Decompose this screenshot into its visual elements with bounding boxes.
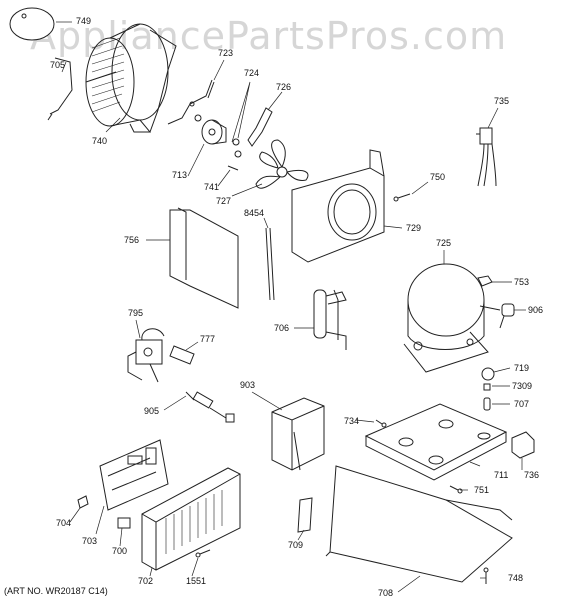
callout-labels: 749 705 723 724 726 740 713 741 727 735 … [50, 16, 543, 598]
part-706-tubing-drawing [313, 289, 347, 350]
part-740-condenser-drawing [85, 23, 177, 133]
part-700-connector-drawing [117, 517, 131, 529]
callout-726: 726 [276, 82, 291, 92]
part-736-switch-drawing [511, 431, 535, 459]
callout-711: 711 [494, 470, 508, 480]
callout-734: 734 [344, 416, 359, 426]
part-711-drain-pan-drawing [364, 403, 508, 481]
part-741-screw-drawing [227, 165, 239, 171]
callout-707: 707 [514, 399, 529, 409]
callout-748: 748 [508, 573, 523, 583]
callout-749: 749 [76, 16, 91, 26]
part-1551-screw-drawing [195, 549, 211, 558]
part-795-valve-drawing [127, 328, 165, 383]
callout-727: 727 [216, 196, 231, 206]
callout-700: 700 [112, 546, 127, 556]
callout-705: 705 [50, 60, 65, 70]
art-number: (ART NO. WR20187 C14) [4, 586, 108, 596]
callout-706: 706 [274, 323, 289, 333]
callout-713: 713 [172, 170, 187, 180]
part-750-screw-drawing [393, 193, 411, 202]
part-8454-strip-drawing [265, 227, 275, 301]
part-751-screw-drawing [449, 485, 463, 494]
callout-740: 740 [92, 136, 107, 146]
callout-723: 723 [218, 48, 233, 58]
callout-7309: 7309 [512, 381, 532, 391]
watermark: AppliancePartsPros.com [30, 14, 508, 58]
callout-735: 735 [494, 96, 509, 106]
part-724-grommet-drawing [194, 114, 242, 158]
part-702-cover-drawing [141, 467, 241, 571]
callout-703: 703 [82, 536, 97, 546]
part-905-harness-drawing [185, 391, 235, 423]
callout-8454: 8454 [244, 208, 264, 218]
callout-906: 906 [528, 305, 543, 315]
part-749-cover-drawing [9, 7, 55, 41]
callout-751: 751 [474, 485, 489, 495]
part-777-connector-drawing [169, 345, 195, 365]
part-903-module-drawing [271, 397, 325, 471]
part-725-compressor-drawing [403, 263, 501, 373]
part-756-panel-drawing [169, 207, 239, 309]
callout-750: 750 [430, 172, 445, 182]
part-727-fan-blade-drawing [255, 139, 309, 189]
part-748-screw-drawing [483, 567, 489, 584]
callout-725: 725 [436, 238, 451, 248]
callout-736: 736 [524, 470, 539, 480]
callout-709: 709 [288, 540, 303, 550]
leader-lines [56, 21, 526, 593]
callout-702: 702 [138, 576, 153, 586]
part-713-motor-drawing [201, 119, 227, 145]
callout-729: 729 [406, 223, 421, 233]
part-708-base-plate-drawing [325, 465, 513, 583]
callout-724: 724 [244, 68, 259, 78]
part-734-screw-drawing [375, 419, 387, 428]
callout-753: 753 [514, 277, 529, 287]
part-704-clip-drawing [77, 495, 89, 509]
part-705-bracket-drawing [47, 57, 73, 121]
part-735-wire-harness-drawing [476, 127, 497, 187]
part-709-bracket-drawing [297, 497, 313, 533]
callout-704: 704 [56, 518, 71, 528]
callout-903: 903 [240, 380, 255, 390]
callout-1551: 1551 [186, 576, 206, 586]
part-726-bracket-drawing [247, 107, 273, 147]
part-703-control-board-drawing [99, 439, 169, 511]
callout-905: 905 [144, 406, 159, 416]
callout-756: 756 [124, 235, 139, 245]
part-729-shroud-drawing [291, 149, 385, 263]
callout-719: 719 [514, 363, 529, 373]
callout-708: 708 [378, 588, 393, 598]
callout-795: 795 [128, 308, 143, 318]
part-723-bracket-drawing [167, 79, 215, 125]
callout-741: 741 [204, 182, 219, 192]
callout-777: 777 [200, 334, 215, 344]
part-906-drier-drawing [499, 303, 515, 329]
part-719-7309-707-drawing [481, 367, 495, 411]
